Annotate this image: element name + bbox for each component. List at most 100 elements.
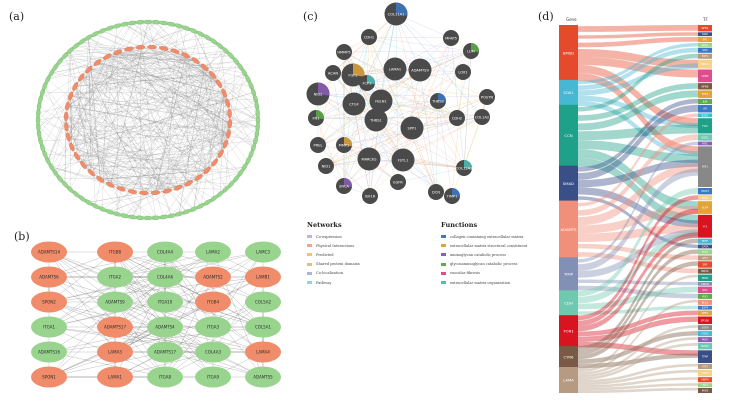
sankey-right-node — [698, 195, 712, 201]
panel-b-node — [147, 341, 183, 363]
sankey-right-node-label: HIF1 — [702, 165, 708, 169]
panel-c-node-function-wedge — [396, 2, 408, 16]
sankey-link — [578, 377, 698, 388]
panel-a-edge — [132, 60, 196, 192]
sankey-right-node — [698, 281, 712, 286]
panel-c-node — [362, 188, 378, 204]
networks-legend-label: Shared protein domains — [316, 262, 360, 267]
sankey-left-node — [559, 367, 578, 393]
panel-a-edge — [91, 60, 196, 173]
sankey-right-node — [698, 274, 712, 281]
panel-a-edge — [71, 146, 125, 216]
sankey-link — [578, 310, 698, 337]
panel-a-inner-node — [63, 111, 69, 122]
sankey-link — [578, 25, 698, 32]
panel-a-edge — [67, 105, 256, 141]
panel-c-node-label: CDH1 — [364, 35, 374, 39]
panel-b-node-label: ITGA2 — [109, 274, 121, 279]
functions-legend-swatch — [441, 244, 446, 248]
panel-b-node — [31, 366, 67, 388]
panel-c-edge — [317, 50, 472, 146]
functions-legend-label: glycosaminoglycan catabolic process — [450, 262, 518, 267]
panel-a-edge — [185, 50, 226, 56]
sankey-link — [578, 363, 698, 383]
panel-a-edge — [66, 126, 226, 145]
sankey-right-node — [698, 201, 712, 214]
panel-c-edge — [411, 116, 483, 129]
sankey-left-node-label: CCN — [564, 133, 572, 138]
panel-c-edge — [395, 13, 464, 73]
panel-b-edge — [48, 351, 166, 378]
sankey-right-node — [698, 47, 712, 53]
panel-a-edge — [66, 83, 220, 127]
panel-c-node-label: NID1 — [322, 164, 331, 168]
panel-a-label: (a) — [9, 10, 25, 23]
panel-a-edge — [81, 77, 229, 135]
sankey-right-node — [698, 343, 712, 350]
panel-a-edge — [76, 156, 141, 218]
sankey-link — [578, 195, 698, 321]
sankey-right-node-label: RUNX — [701, 344, 709, 348]
sankey-link — [578, 299, 698, 373]
panel-c-edge — [463, 96, 488, 169]
panel-b-edge — [48, 251, 116, 303]
sankey-right-node-label: FOXO — [701, 332, 708, 336]
panel-c-edge — [368, 36, 464, 73]
panel-b-node — [195, 316, 231, 338]
panel-b-node-label: ITGB4 — [207, 299, 219, 304]
sankey-right-node-label: TP53 — [702, 92, 709, 96]
panel-c-edge — [451, 116, 483, 197]
panel-a-inner-node — [96, 176, 105, 183]
sankey-right-node — [698, 325, 712, 331]
panel-b-edge — [48, 301, 166, 328]
panel-c-node — [443, 30, 459, 46]
panel-c-edge — [368, 158, 465, 169]
panel-c-node — [318, 158, 334, 174]
panel-a-edge — [67, 46, 153, 107]
functions-legend: Functions collagen-containing extracellu… — [441, 221, 541, 287]
panel-a-edge — [91, 162, 215, 173]
panel-c-edge — [366, 82, 488, 98]
panel-c-node-label: SPP1 — [408, 126, 417, 130]
panel-c-edge — [343, 127, 413, 146]
panel-a-edge — [124, 24, 220, 84]
panel-c-node — [474, 109, 490, 125]
sankey-right-node-label: SNAI — [702, 32, 708, 36]
panel-c-node-label: FN1 — [312, 116, 319, 120]
panel-b-node — [31, 291, 67, 313]
sankey-link — [578, 343, 698, 380]
panel-b-edge — [48, 301, 214, 378]
panel-a-inner-node — [102, 53, 112, 60]
networks-legend-label: Co-localization — [316, 271, 344, 276]
panel-a-edge — [229, 119, 259, 124]
sankey-right-node-label: MITF — [702, 239, 709, 243]
panel-a-edge — [70, 50, 92, 173]
panel-a-edge — [100, 133, 229, 180]
panel-c-node — [310, 137, 326, 153]
panel-c-node — [364, 108, 388, 132]
panel-a-inner-node — [221, 88, 227, 98]
panel-a-edge — [76, 156, 156, 193]
panel-c-node — [336, 44, 352, 60]
panel-c-node-function-wedge — [344, 137, 353, 147]
functions-legend-item: extracellular matrix structural constitu… — [441, 241, 541, 250]
panel-b-node-label: LAMA3 — [108, 349, 122, 354]
panel-c-edge — [419, 69, 488, 98]
sankey-right-node-label: ATF2 — [702, 365, 709, 369]
panel-a-edge — [70, 95, 230, 124]
panel-b-edge — [48, 251, 166, 278]
panel-b-node — [31, 241, 67, 263]
panel-a-inner-node — [93, 59, 102, 66]
panel-a-inner-node — [139, 190, 149, 196]
panel-c-node-function-wedge — [471, 42, 480, 53]
sankey-right-node-label: FOS — [702, 124, 708, 128]
panel-a-edge — [152, 28, 187, 48]
panel-a-edge — [128, 48, 259, 121]
panel-b-node — [195, 291, 231, 313]
sankey-link — [578, 353, 698, 369]
panel-a-edge — [83, 164, 241, 174]
networks-legend-item: Physical Interactions — [307, 241, 427, 250]
panel-a-edge — [75, 86, 125, 216]
panel-a-edge — [81, 77, 156, 193]
